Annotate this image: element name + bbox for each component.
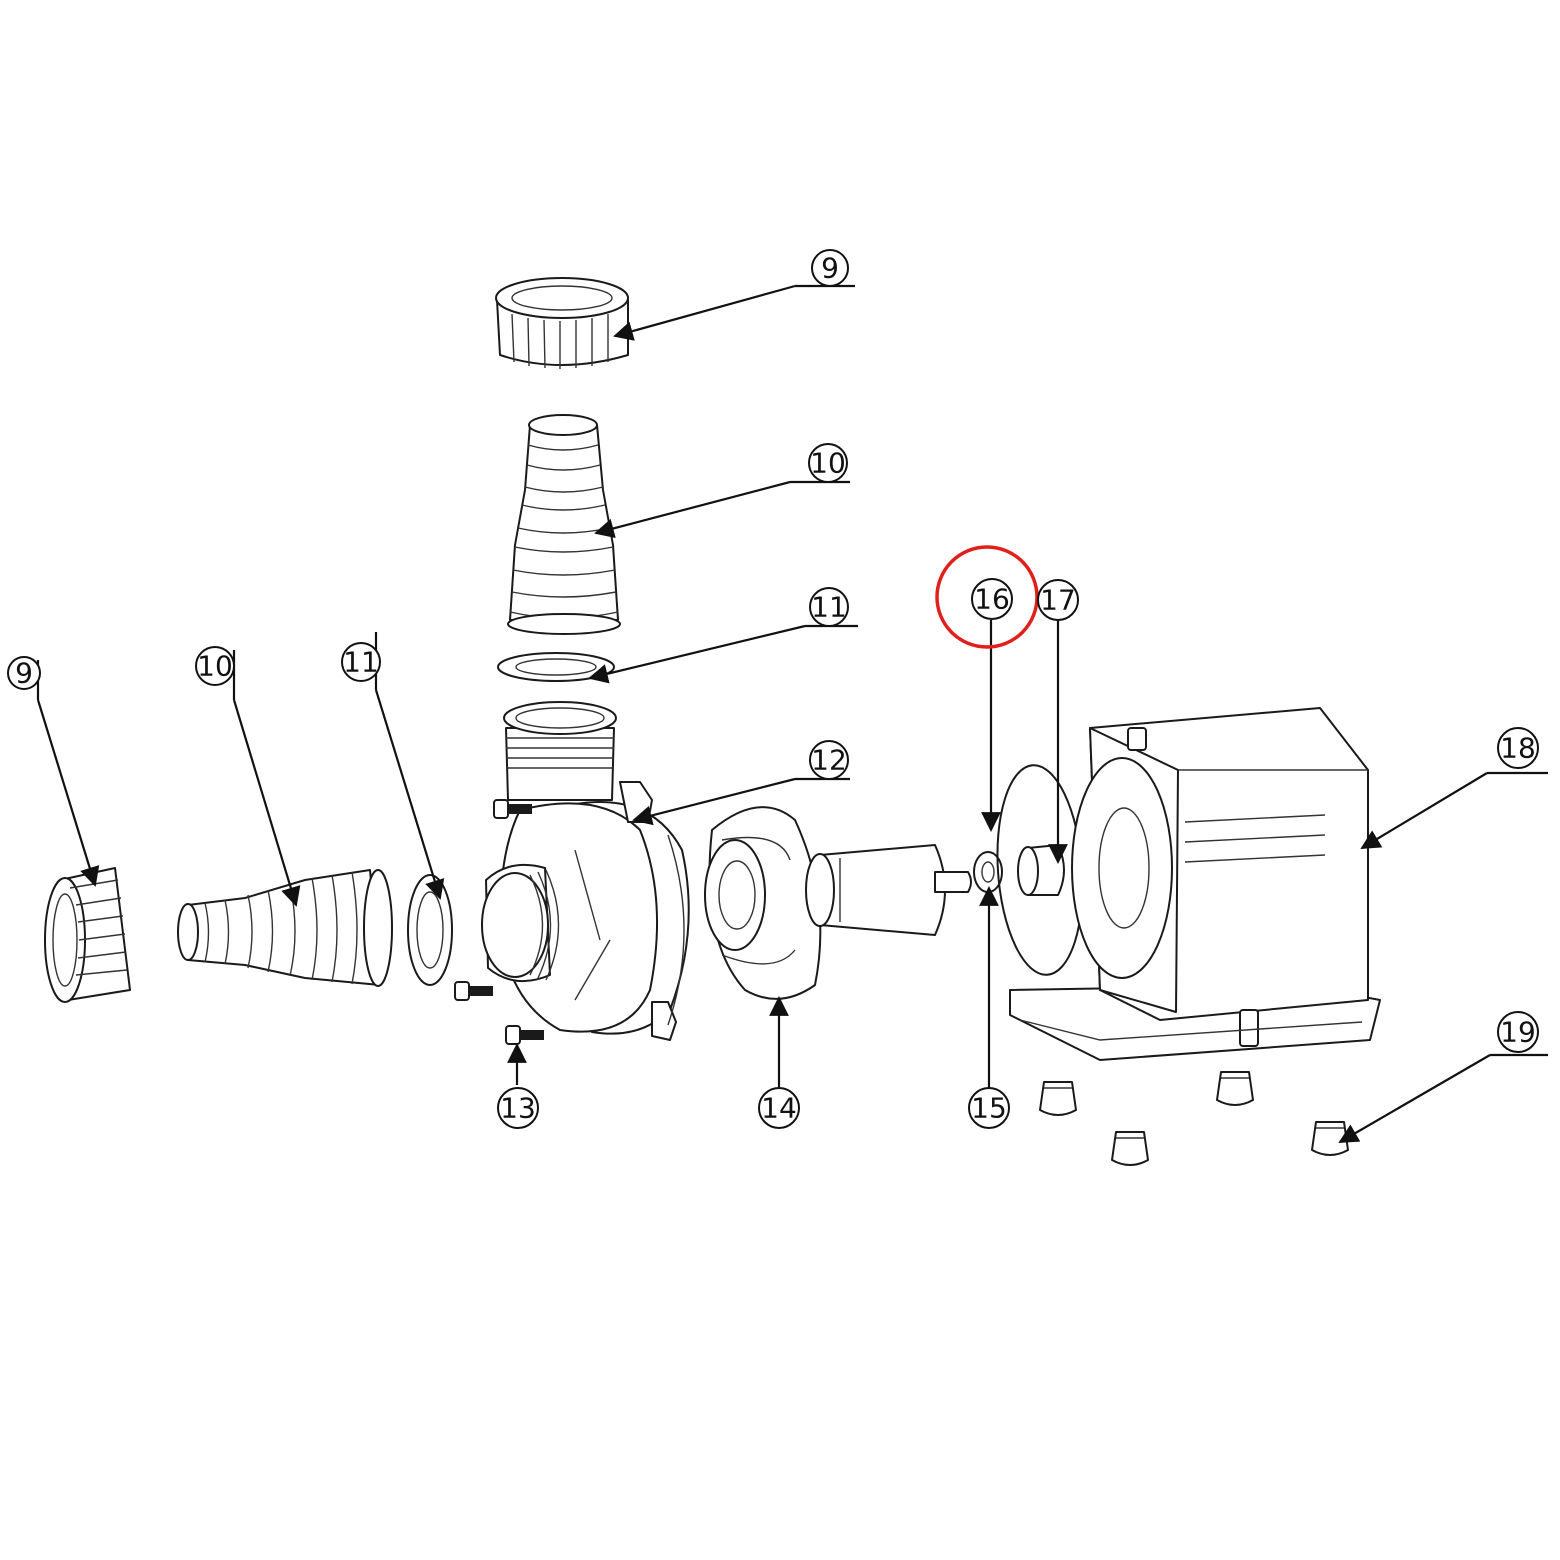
callout-11-left: 11 xyxy=(341,642,381,682)
svg-text:13: 13 xyxy=(500,1092,536,1125)
callout-10-left: 10 xyxy=(195,646,235,686)
callout-9-left: 9 xyxy=(7,656,41,690)
svg-text:9: 9 xyxy=(15,657,33,690)
callout-leaders xyxy=(36,284,1548,1143)
part-rubber-feet xyxy=(1039,1071,1349,1166)
svg-text:15: 15 xyxy=(971,1092,1007,1125)
part-hose-tail-left xyxy=(177,869,393,987)
callout-15: 15 xyxy=(968,1087,1010,1129)
svg-text:14: 14 xyxy=(761,1092,797,1125)
part-motor-body xyxy=(1009,707,1381,1061)
callout-16: 16 xyxy=(935,545,1039,649)
part-screws xyxy=(454,799,544,1045)
callout-10-top: 10 xyxy=(808,443,848,483)
part-washer-left xyxy=(407,874,453,986)
part-union-nut-left xyxy=(44,867,131,1003)
svg-text:18: 18 xyxy=(1500,732,1536,765)
callout-17: 17 xyxy=(1037,579,1079,621)
highlight-circle xyxy=(935,545,1039,649)
part-union-nut-top xyxy=(495,277,629,369)
part-impeller-cover xyxy=(704,806,822,1000)
callout-9-top: 9 xyxy=(811,249,849,287)
svg-text:10: 10 xyxy=(810,447,846,480)
svg-text:16: 16 xyxy=(974,583,1010,616)
callout-18: 18 xyxy=(1497,727,1539,769)
svg-text:12: 12 xyxy=(811,744,847,777)
part-hose-tail-top xyxy=(507,414,621,635)
callout-13: 13 xyxy=(497,1087,539,1129)
callout-14: 14 xyxy=(758,1087,800,1129)
svg-text:19: 19 xyxy=(1500,1016,1536,1049)
callout-12: 12 xyxy=(809,740,849,780)
callout-19: 19 xyxy=(1497,1011,1539,1053)
part-housing-o-ring xyxy=(667,834,685,1026)
svg-text:11: 11 xyxy=(811,591,847,624)
part-pump-housing xyxy=(481,701,690,1041)
part-rotor-magnet xyxy=(805,844,972,936)
svg-text:9: 9 xyxy=(821,252,839,285)
svg-text:17: 17 xyxy=(1040,584,1076,617)
svg-text:10: 10 xyxy=(197,650,233,683)
svg-text:11: 11 xyxy=(343,646,379,679)
callout-11-top: 11 xyxy=(809,587,849,627)
